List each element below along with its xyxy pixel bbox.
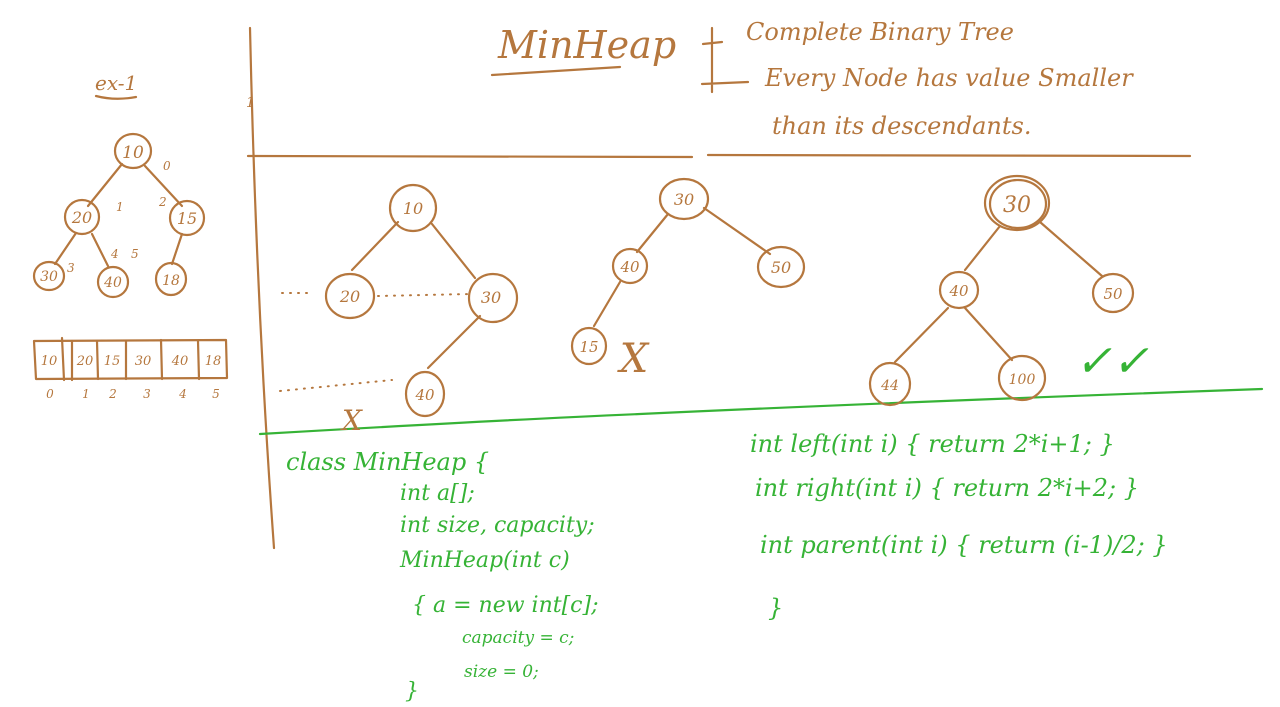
horizontal-divider-left <box>246 154 694 159</box>
tree-a-node-root: 10 <box>388 183 438 233</box>
array-cell: 30 <box>135 354 152 369</box>
tree-b-node-root: 30 <box>658 177 710 221</box>
svg-text:18: 18 <box>162 273 180 289</box>
page-title: MinHeap <box>497 23 676 67</box>
ex-node-right: 15 <box>168 199 206 237</box>
properties-block: Complete Binary Tree Every Node has valu… <box>700 18 1134 140</box>
tree-a-invalid-mark: X <box>340 404 363 437</box>
tree-b-node-right: 50 <box>756 245 806 289</box>
svg-text:40: 40 <box>414 386 435 404</box>
array-index: 0 <box>46 387 54 401</box>
property-smaller-value: Every Node has value Smaller <box>764 64 1134 92</box>
tree-a-node-right-left: 40 <box>404 370 446 418</box>
ex-index: 0 <box>163 159 171 173</box>
svg-text:20: 20 <box>71 208 92 227</box>
ex-edge <box>86 162 124 208</box>
code-line: MinHeap(int c) <box>399 548 570 573</box>
code-separator-line <box>258 387 1264 436</box>
array-cell: 20 <box>76 354 94 369</box>
ex-index: 5 <box>131 247 139 261</box>
ex-node-root: 10 <box>113 132 153 170</box>
ex-node-left-left: 30 <box>32 260 66 292</box>
array-index: 5 <box>212 387 220 401</box>
code-class-block: class MinHeap { int a[]; int size, capac… <box>286 448 598 704</box>
tree-c-node-root: 30 <box>983 174 1051 232</box>
ex-node-left-right: 40 <box>96 265 130 299</box>
code-line: int left(int i) { return 2*i+1; } <box>750 430 1115 458</box>
tree-b-node-left-left: 15 <box>570 326 608 366</box>
tree-b-node-left: 40 <box>611 247 649 285</box>
code-line: class MinHeap { <box>286 448 489 476</box>
tree-c-node-left-left: 44 <box>868 361 912 407</box>
ex-node-right-left: 18 <box>154 261 188 297</box>
horizontal-divider-right <box>706 153 1192 158</box>
code-line: capacity = c; <box>462 628 574 648</box>
ex-index: 1 <box>116 200 124 214</box>
array-index: 3 <box>143 387 151 401</box>
svg-text:50: 50 <box>1103 285 1123 303</box>
svg-text:15: 15 <box>579 338 598 356</box>
tree-b-invalid-mark: X <box>617 336 650 382</box>
code-line: int right(int i) { return 2*i+2; } <box>755 474 1139 502</box>
svg-text:15: 15 <box>177 209 197 228</box>
ex-node-left: 20 <box>63 198 101 236</box>
svg-text:20: 20 <box>339 287 360 306</box>
svg-text:44: 44 <box>880 378 899 394</box>
code-methods-block: int left(int i) { return 2*i+1; } int ri… <box>750 430 1168 622</box>
code-line: size = 0; <box>464 662 539 682</box>
vertical-divider <box>248 26 276 550</box>
svg-text:30: 30 <box>40 269 58 285</box>
ex-index: 4 <box>110 247 119 261</box>
ex-edge <box>170 232 184 266</box>
code-line: { a = new int[c]; <box>412 593 598 618</box>
ex-edge <box>143 164 184 208</box>
tree-c-valid-mark: ✓✓ <box>1075 336 1149 387</box>
svg-text:40: 40 <box>619 258 640 276</box>
array-index: 1 <box>82 387 90 401</box>
tree-c-node-left-right: 100 <box>997 354 1047 402</box>
tree-a: 10 20 30 40 X <box>279 183 519 437</box>
tree-a-node-right: 30 <box>467 272 519 324</box>
section-number: 1 <box>246 95 255 111</box>
tree-c-node-right: 50 <box>1091 272 1135 314</box>
bullet-marks <box>700 26 750 94</box>
svg-text:30: 30 <box>481 288 501 307</box>
title-underline <box>490 65 622 77</box>
code-line: int a[]; <box>400 481 475 506</box>
svg-text:30: 30 <box>1003 193 1031 218</box>
array-cell: 40 <box>171 354 189 369</box>
code-line: int parent(int i) { return (i-1)/2; } <box>760 531 1168 559</box>
example-label-underline <box>94 94 138 100</box>
array-cell: 10 <box>41 354 58 369</box>
ex-edge <box>53 231 78 266</box>
svg-text:10: 10 <box>403 199 423 218</box>
svg-text:40: 40 <box>103 275 122 291</box>
property-complete-binary-tree: Complete Binary Tree <box>746 18 1014 46</box>
tree-b: 30 40 50 15 X <box>570 177 806 382</box>
ex-edge <box>90 232 110 268</box>
svg-text:10: 10 <box>122 143 144 163</box>
property-descendants: than its descendants. <box>772 112 1031 140</box>
svg-text:50: 50 <box>771 258 791 277</box>
code-line: } <box>405 679 419 704</box>
array-index: 2 <box>108 387 117 401</box>
svg-text:100: 100 <box>1009 372 1036 388</box>
tree-a-node-left: 20 <box>324 272 376 320</box>
ex-index: 3 <box>67 261 75 275</box>
tree-c-node-left: 40 <box>938 270 980 310</box>
code-line: } <box>768 594 783 622</box>
array-cell: 15 <box>104 354 121 369</box>
example-panel: ex-1 10 20 15 30 40 18 <box>32 71 229 401</box>
svg-text:40: 40 <box>948 282 969 300</box>
ex-index: 2 <box>158 195 167 209</box>
array-index: 4 <box>178 387 187 401</box>
code-line: int size, capacity; <box>400 513 595 538</box>
title-block: MinHeap <box>490 23 676 77</box>
tree-c: 30 40 50 44 100 ✓✓ <box>868 174 1149 407</box>
ex-array: 10 20 15 30 40 18 0 1 2 3 4 5 <box>32 336 229 401</box>
svg-text:30: 30 <box>674 190 694 209</box>
array-cell: 18 <box>205 354 222 369</box>
example-label: ex-1 <box>95 71 137 95</box>
